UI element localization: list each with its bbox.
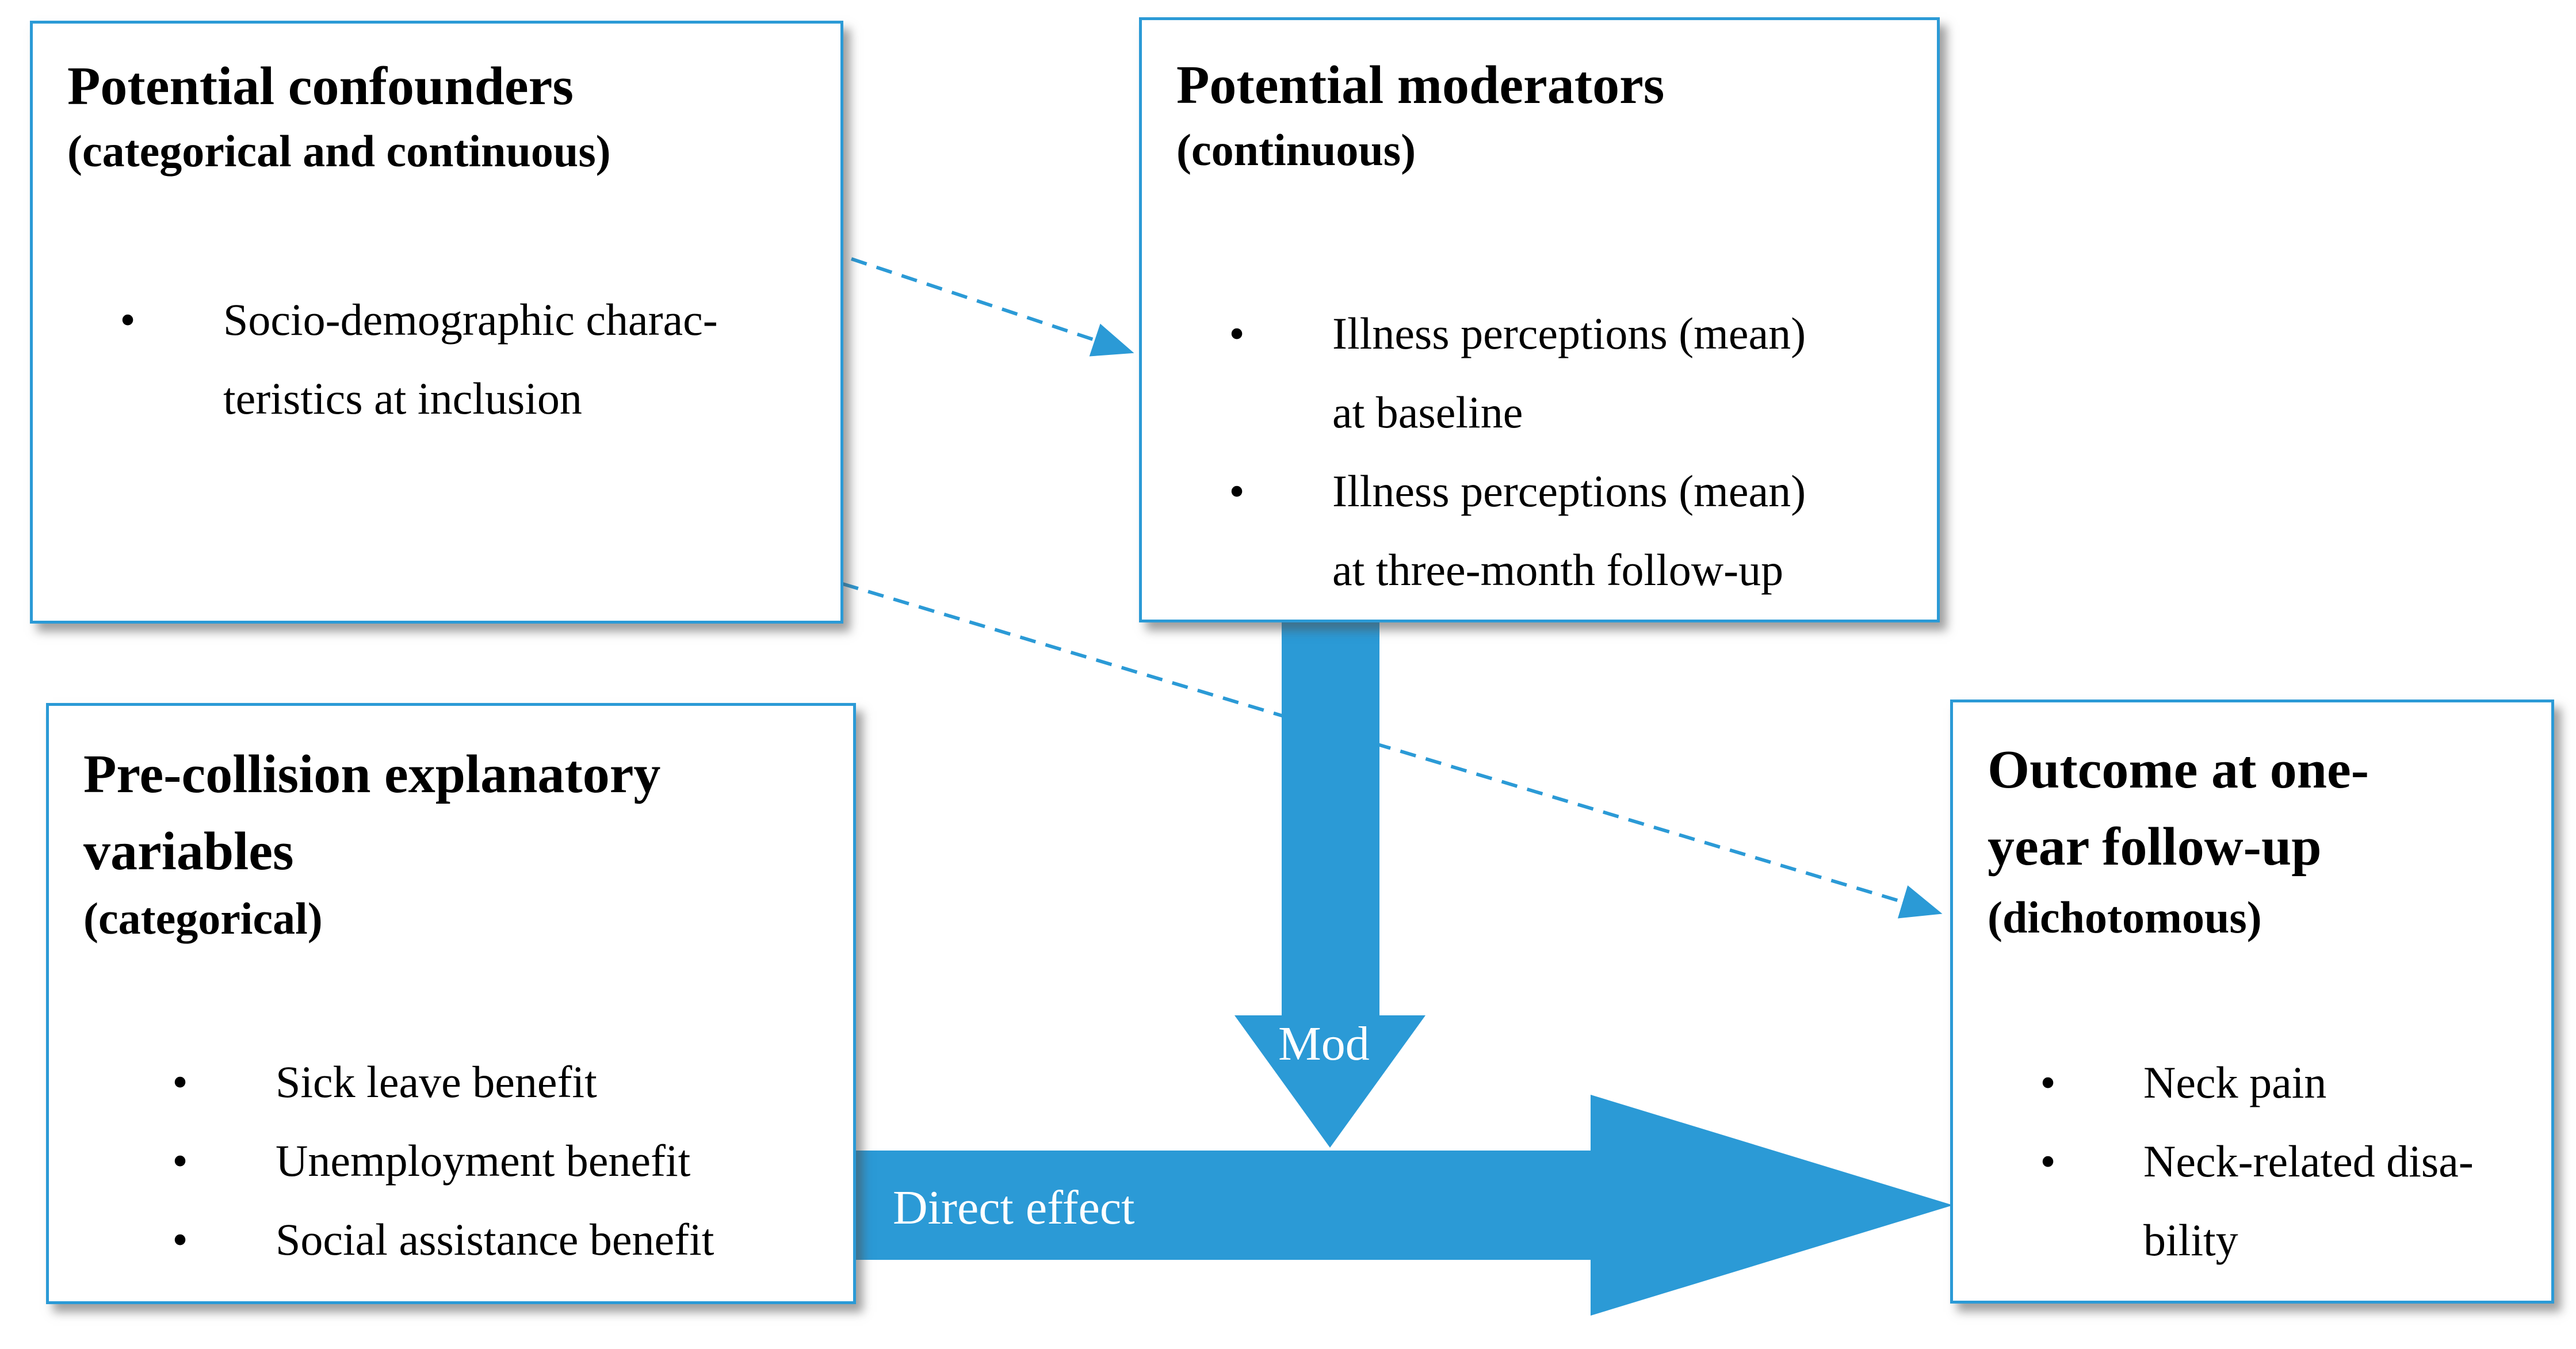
- confounders-subtitle: (categorical and continuous): [67, 126, 611, 176]
- bullet-icon: •: [2040, 1136, 2056, 1186]
- bullet-icon: •: [172, 1136, 188, 1186]
- direct-effect-label: Direct effect: [893, 1181, 1135, 1235]
- list-item: • Social assistance benefit: [169, 1200, 714, 1279]
- outcome-title-line1: Outcome at one-: [1988, 740, 2369, 800]
- item-line: Sick leave benefit: [276, 1057, 597, 1107]
- bullet-icon: •: [2040, 1057, 2056, 1107]
- item-line: at three-month follow-up: [1332, 545, 1784, 595]
- item-line: Social assistance benefit: [276, 1214, 714, 1264]
- bullet-icon: •: [1229, 308, 1245, 358]
- moderation-arrow: [1235, 621, 1425, 1148]
- list-item: • Sick leave benefit: [169, 1042, 714, 1121]
- bullet-icon: •: [1229, 466, 1245, 516]
- moderators-list: • Illness perceptions (mean) at baseline…: [1225, 294, 1806, 609]
- explanatory-list: • Sick leave benefit • Unemployment bene…: [169, 1042, 714, 1279]
- confounders-box: Potential confounders (categorical and c…: [30, 21, 843, 624]
- list-item: • Unemployment benefit: [169, 1121, 714, 1200]
- outcome-subtitle: (dichotomous): [1988, 892, 2262, 942]
- item-line: Illness perceptions (mean): [1332, 308, 1806, 358]
- moderators-title: Potential moderators: [1176, 55, 1665, 115]
- item-line: Socio-demographic charac-: [223, 295, 718, 345]
- list-item: • Socio-demographic charac- teristics at…: [116, 280, 718, 438]
- list-item: • Neck-related disa- bility: [2036, 1122, 2474, 1279]
- confounders-list: • Socio-demographic charac- teristics at…: [116, 280, 718, 438]
- moderators-subtitle: (continuous): [1176, 125, 1416, 175]
- item-line: teristics at inclusion: [223, 373, 582, 423]
- bullet-icon: •: [120, 295, 136, 345]
- direct-effect-arrow: [854, 1095, 1953, 1316]
- explanatory-box: Pre-collision explanatory variables (cat…: [46, 703, 856, 1304]
- item-line: Illness perceptions (mean): [1332, 466, 1806, 516]
- outcome-box: Outcome at one- year follow-up (dichotom…: [1950, 700, 2554, 1304]
- confounder-to-moderator-dashed-arrow: [851, 257, 1134, 357]
- item-line: Neck-related disa-: [2143, 1136, 2474, 1186]
- list-item: • Neck pain: [2036, 1043, 2474, 1122]
- item-line: at baseline: [1332, 387, 1523, 437]
- list-item: • Illness perceptions (mean) at baseline: [1225, 294, 1806, 452]
- outcome-list: • Neck pain • Neck-related disa- bility: [2036, 1043, 2474, 1279]
- explanatory-subtitle: (categorical): [83, 893, 323, 943]
- confounder-to-outcome-dashed-arrow: [842, 582, 1943, 919]
- outcome-title-line2: year follow-up: [1988, 817, 2322, 877]
- item-line: bility: [2143, 1215, 2238, 1265]
- list-item: • Illness perceptions (mean) at three-mo…: [1225, 452, 1806, 609]
- item-line: Unemployment benefit: [276, 1136, 691, 1186]
- moderators-box: Potential moderators (continuous) • Illn…: [1139, 17, 1940, 622]
- confounders-title: Potential confounders: [67, 56, 574, 116]
- explanatory-title-line1: Pre-collision explanatory: [83, 744, 661, 804]
- moderation-label: Mod: [1278, 1017, 1370, 1071]
- item-line: Neck pain: [2143, 1057, 2327, 1107]
- bullet-icon: •: [172, 1057, 188, 1107]
- explanatory-title-line2: variables: [83, 821, 294, 881]
- bullet-icon: •: [172, 1214, 188, 1264]
